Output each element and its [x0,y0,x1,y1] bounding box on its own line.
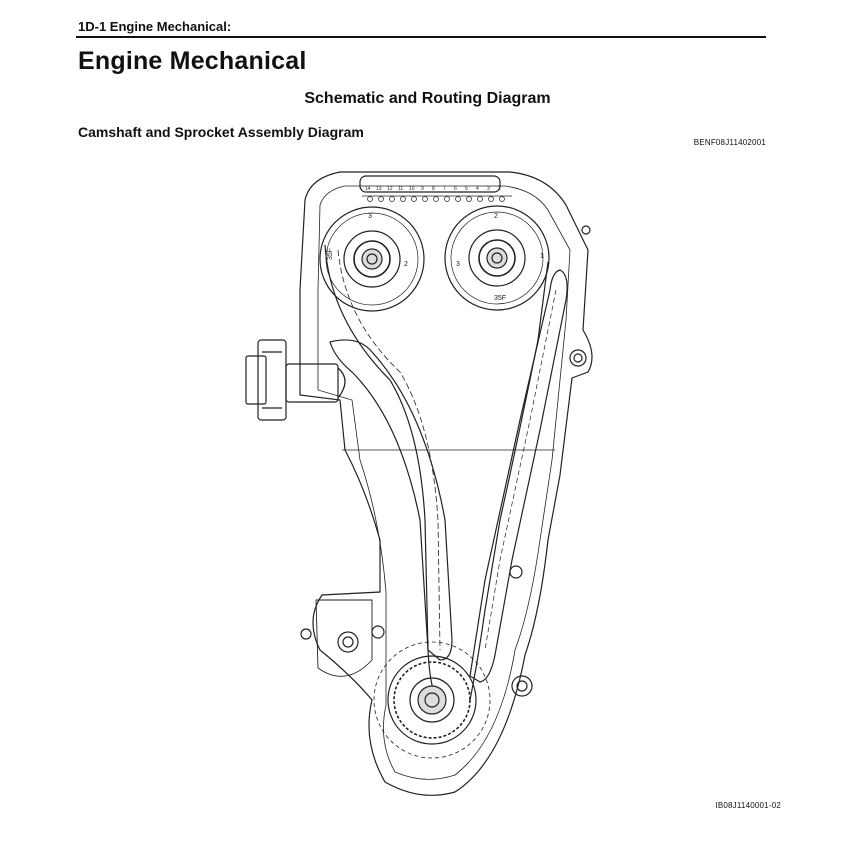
upper-chain-guide [359,175,501,193]
mounting-bolts [300,225,591,697]
subsection-title: Camshaft and Sprocket Assembly Diagram [78,124,364,140]
pin-number: 10 [409,186,415,192]
chain-left-run-inner [337,249,441,651]
header-rule [76,36,766,38]
timing-cover-inner [317,185,571,780]
left-cam-mark: 35F [327,248,334,260]
running-header: 1D-1 Engine Mechanical: [78,19,232,34]
chain-guide-right-inner [484,289,557,651]
chain-tensioner-arm [329,339,453,661]
chain-guide-right [469,269,568,683]
crankshaft-sprocket [373,641,491,759]
pin-number: 11 [398,186,403,192]
pin-number: 9 [421,186,424,192]
right-cam-mark: 35F [494,295,506,302]
pin-number: 13 [376,186,382,192]
pin-number: 3 [487,186,490,192]
label-mark-1: 1 [540,253,544,260]
lower-left-boss [315,599,373,677]
label-mark-2-right: 2 [494,213,498,220]
label-mark-3-right: 3 [456,261,460,268]
timing-cover-outline [299,171,593,796]
hydraulic-tensioner [245,339,346,421]
chain-left-run [324,244,439,701]
chain-pin-row [367,196,505,202]
label-mark-2-left: 2 [404,261,408,268]
page-title: Engine Mechanical [78,47,307,75]
label-mark-3-left: 3 [368,213,372,220]
figure-code-bottom: IB08J1140001-02 [715,801,781,810]
pin-number: 2 [498,186,501,192]
pin-number: 14 [365,186,371,192]
section-title: Schematic and Routing Diagram [304,90,551,107]
chain-pin-numbers: 14 13 12 11 10 9 8 7 6 5 4 3 2 [365,186,501,192]
right-camshaft-sprocket [444,205,550,311]
chain-right-run [469,261,549,701]
pin-number: 7 [443,186,446,192]
figure-code-top: BENF08J11402001 [693,138,766,147]
pin-number: 12 [387,186,393,192]
pin-number: 8 [432,186,435,192]
pin-number: 5 [465,186,468,192]
pin-number: 6 [454,186,457,192]
pin-number: 4 [476,186,479,192]
